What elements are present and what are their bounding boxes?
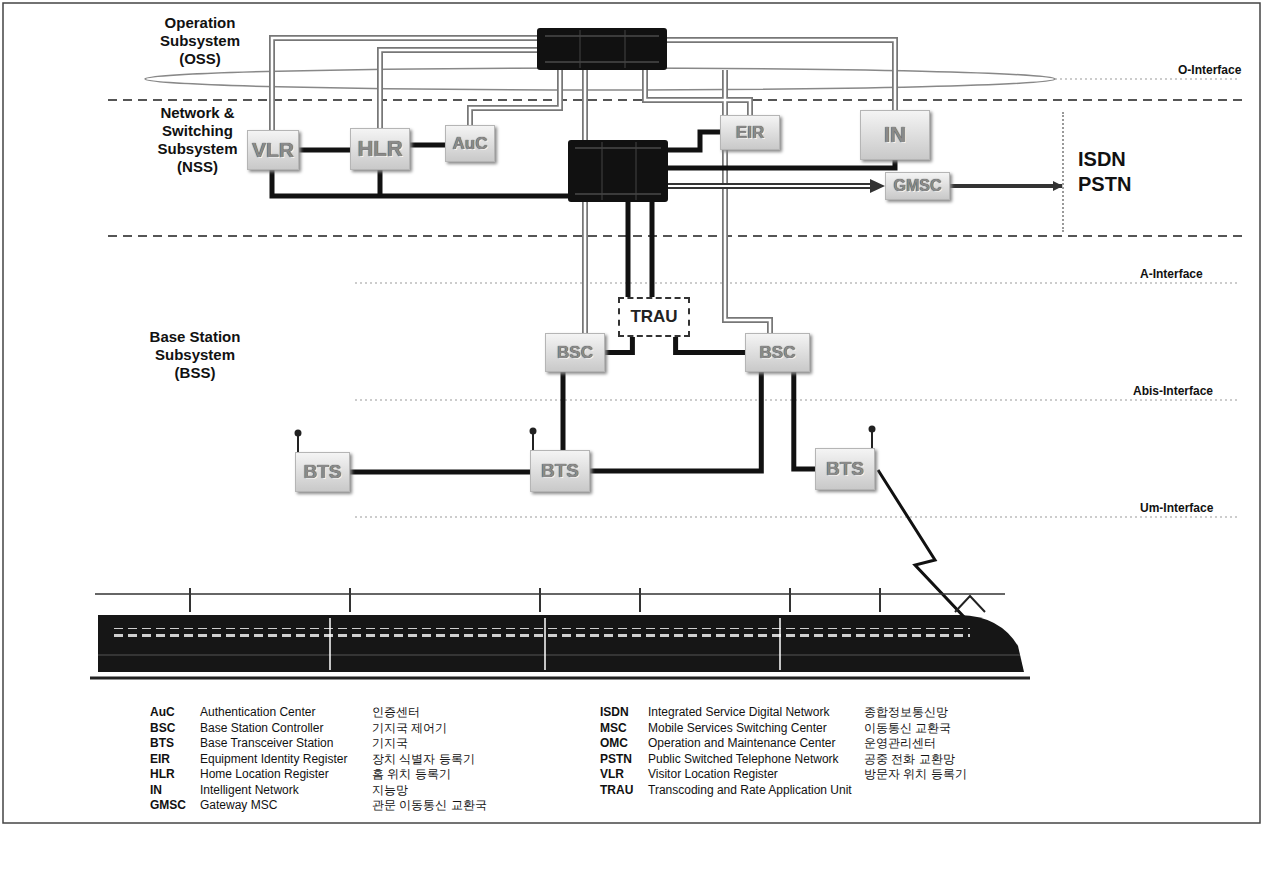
transcoder-box: TRAU xyxy=(618,297,690,337)
frame xyxy=(3,3,1260,823)
interface-label: O-Interface xyxy=(1178,63,1241,77)
legend-abbreviation: MSC xyxy=(600,722,627,734)
region-line xyxy=(108,235,1245,237)
register-box: AuC xyxy=(445,125,495,162)
legend-term-korean: 장치 식별자 등록기 xyxy=(372,753,475,765)
management-links-inner xyxy=(272,38,895,333)
legend-term-korean: 인증센터 xyxy=(372,706,420,718)
register-box: HLR xyxy=(350,128,410,170)
node-label: TRAU xyxy=(630,308,677,326)
gateway-arrow xyxy=(950,184,1062,188)
node-label: BTS xyxy=(304,462,342,482)
subsystem-label: Network & Switching Subsystem (NSS) xyxy=(140,104,255,176)
subsystem-label: Base Station Subsystem (BSS) xyxy=(140,328,250,382)
trunk-link xyxy=(605,337,632,353)
legend-term: Base Transceiver Station xyxy=(200,737,333,749)
node-label: BSC xyxy=(557,344,593,362)
msc-unit xyxy=(568,140,668,202)
legend-term-korean: 방문자 위치 등록기 xyxy=(864,768,967,780)
interface-label: A-Interface xyxy=(1140,267,1203,281)
register-box: EIR xyxy=(720,115,780,150)
legend-term: Gateway MSC xyxy=(200,799,277,811)
node-label: HLR xyxy=(357,137,402,160)
legend-abbreviation: BTS xyxy=(150,737,174,749)
omc-unit xyxy=(537,28,667,70)
interface-line xyxy=(355,517,1240,518)
node-label: BTS xyxy=(541,461,579,481)
gateway-box: GMSC xyxy=(885,172,950,200)
gmsc-link xyxy=(668,183,872,189)
interface-line xyxy=(1055,79,1240,80)
subsystem-label: Operation Subsystem (OSS) xyxy=(140,14,260,68)
legend-abbreviation: BSC xyxy=(150,722,175,734)
msc-links xyxy=(272,132,895,297)
legend-term: Integrated Service Digital Network xyxy=(648,706,829,718)
transceiver-box: BTS xyxy=(295,452,350,492)
legend-abbreviation: AuC xyxy=(150,706,175,718)
transceiver-box: BTS xyxy=(815,448,875,490)
legend-term-korean: 기지국 제어기 xyxy=(372,722,447,734)
legend-term: Intelligent Network xyxy=(200,784,299,796)
legend-term: Visitor Location Register xyxy=(648,768,778,780)
legend-term-korean: 기지국 xyxy=(372,737,408,749)
legend-term: Equipment Identity Register xyxy=(200,753,347,765)
trunk-link xyxy=(299,148,350,153)
trunk-link xyxy=(794,372,815,469)
register-box: VLR xyxy=(247,130,299,170)
node-label: AuC xyxy=(453,135,488,153)
legend-abbreviation: OMC xyxy=(600,737,628,749)
node-label: VLR xyxy=(252,139,294,161)
legend-abbreviation: GMSC xyxy=(150,799,186,811)
gmsc-link-inner xyxy=(668,185,872,187)
node-label: BTS xyxy=(826,459,864,479)
legend-abbreviation: ISDN xyxy=(600,706,629,718)
legend-term-korean: 공중 전화 교환망 xyxy=(864,753,955,765)
train xyxy=(90,588,1030,678)
legend-term-korean: 홈 위치 등록기 xyxy=(372,768,451,780)
legend-term: Authentication Center xyxy=(200,706,315,718)
legend-term-korean: 종합정보통신망 xyxy=(864,706,948,718)
node-label: ISDN PSTN xyxy=(1078,147,1138,197)
legend-abbreviation: TRAU xyxy=(600,784,633,796)
node-label: IN xyxy=(884,123,906,146)
controller-box: BSC xyxy=(745,333,810,372)
legend-term: Operation and Maintenance Center xyxy=(648,737,835,749)
interface-line xyxy=(355,400,1240,401)
arrow-head xyxy=(870,179,885,193)
interface-label: Abis-Interface xyxy=(1133,384,1213,398)
trunk-link xyxy=(590,372,761,471)
controller-box: BSC xyxy=(545,333,605,372)
node-label: BSC xyxy=(760,344,796,362)
node-label: EIR xyxy=(736,124,764,142)
legend-abbreviation: HLR xyxy=(150,768,175,780)
node-label: GMSC xyxy=(894,178,942,195)
antennas xyxy=(296,427,875,453)
trunk-link xyxy=(410,143,445,148)
o-interface-ellipse xyxy=(145,68,1055,90)
transceiver-box: BTS xyxy=(530,450,590,492)
interface-label: Um-Interface xyxy=(1140,501,1213,515)
interface-line xyxy=(355,283,1240,284)
legend-term-korean: 관문 이동통신 교환국 xyxy=(372,799,487,811)
legend-term-korean: 운영관리센터 xyxy=(864,737,936,749)
legend-abbreviation: IN xyxy=(150,784,162,796)
legend-term: Home Location Register xyxy=(200,768,329,780)
legend-abbreviation: VLR xyxy=(600,768,624,780)
legend-term-korean: 이동통신 교환국 xyxy=(864,722,951,734)
legend-term: Base Station Controller xyxy=(200,722,323,734)
legend-term-korean: 지능망 xyxy=(372,784,408,796)
legend-abbreviation: PSTN xyxy=(600,753,632,765)
network-box: IN xyxy=(860,110,930,160)
management-links xyxy=(272,38,895,333)
network-region: ISDN PSTN xyxy=(1062,112,1152,232)
legend-abbreviation: EIR xyxy=(150,753,170,765)
legend-term: Public Switched Telephone Network xyxy=(648,753,839,765)
trunk-link xyxy=(676,337,745,353)
legend-term: Mobile Services Switching Center xyxy=(648,722,827,734)
legend-term: Transcoding and Rate Application Unit xyxy=(648,784,852,796)
